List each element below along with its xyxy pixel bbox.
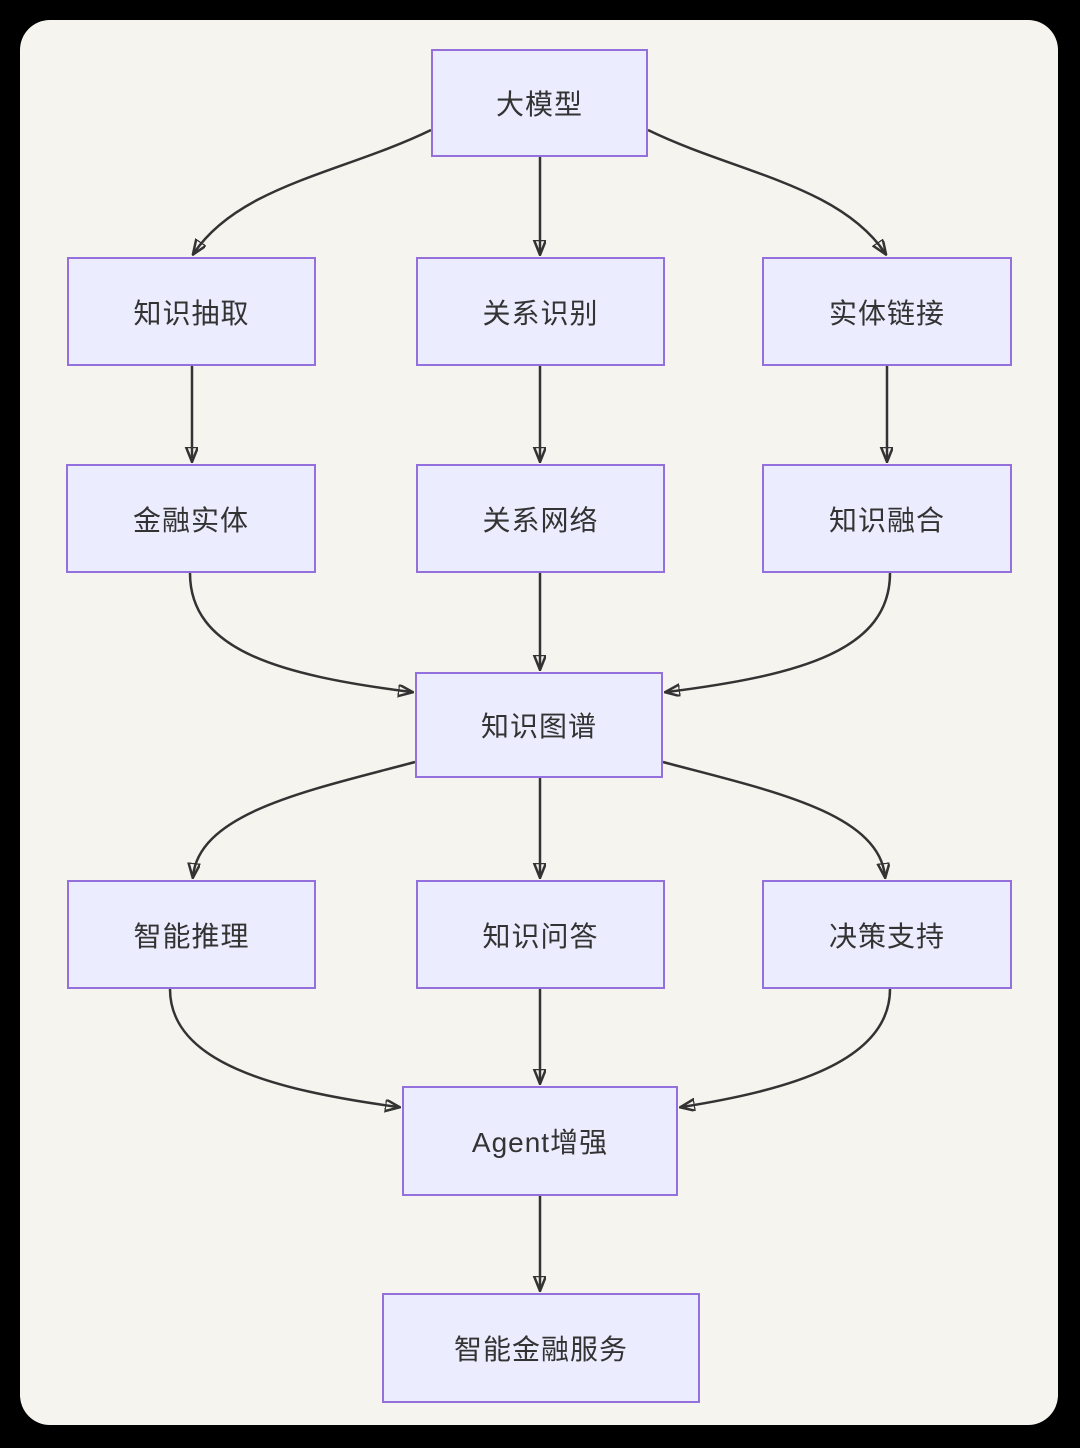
node-entity-linking: 实体链接 [762, 257, 1012, 366]
node-knowledge-extraction: 知识抽取 [67, 257, 316, 366]
node-financial-entity: 金融实体 [66, 464, 316, 573]
node-llm: 大模型 [431, 49, 648, 157]
node-knowledge-qa: 知识问答 [416, 880, 665, 989]
node-relation-network: 关系网络 [416, 464, 665, 573]
node-relation-recognition: 关系识别 [416, 257, 665, 366]
node-agent-enhancement: Agent增强 [402, 1086, 678, 1196]
node-decision-support: 决策支持 [762, 880, 1012, 989]
node-intelligent-reasoning: 智能推理 [67, 880, 316, 989]
node-knowledge-fusion: 知识融合 [762, 464, 1012, 573]
node-intelligent-financial-services: 智能金融服务 [382, 1293, 700, 1403]
node-knowledge-graph: 知识图谱 [415, 672, 663, 778]
